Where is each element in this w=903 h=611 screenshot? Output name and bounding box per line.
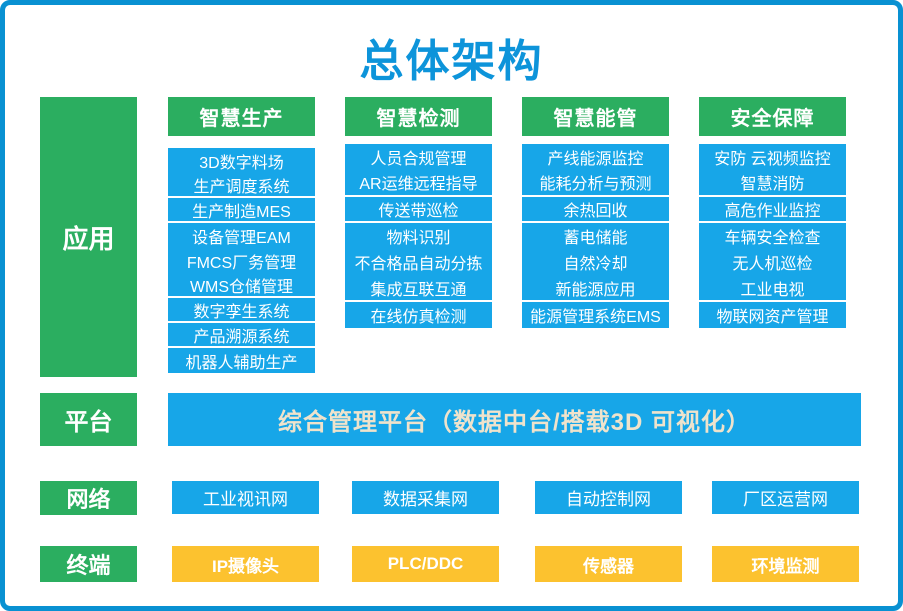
item-group: 人员合规管理 AR运维远程指导 <box>345 144 492 197</box>
item-group: 安防 云视频监控 智慧消防 <box>699 144 846 197</box>
app-item: 物联网资产管理 <box>699 301 846 329</box>
app-item: 工业电视 <box>699 275 846 302</box>
network-box: 厂区运营网 <box>712 481 859 514</box>
network-box: 工业视讯网 <box>172 481 319 514</box>
row-label-application: 应用 <box>40 97 137 377</box>
network-box: 自动控制网 <box>535 481 682 514</box>
item-group: 设备管理EAM FMCS厂务管理 WMS仓储管理 <box>168 223 315 298</box>
app-item: 自然冷却 <box>522 249 669 276</box>
column-smart-inspection: 人员合规管理 AR运维远程指导 传送带巡检 物料识别 不合格品自动分拣 集成互联… <box>345 144 492 329</box>
row-label-platform: 平台 <box>40 393 137 446</box>
app-item: 生产调度系统 <box>168 173 315 198</box>
item-group: 物料识别 不合格品自动分拣 集成互联互通 <box>345 222 492 302</box>
app-item: AR运维远程指导 <box>345 170 492 197</box>
app-item: 车辆安全检查 <box>699 222 846 250</box>
app-item: WMS仓储管理 <box>168 273 315 298</box>
item-group: 在线仿真检测 <box>345 301 492 329</box>
item-group: 数字孪生系统 <box>168 298 315 323</box>
column-header-smart-energy: 智慧能管 <box>522 97 669 136</box>
item-group: 机器人辅助生产 <box>168 348 315 373</box>
platform-bar: 综合管理平台（数据中台/搭载3D 可视化） <box>168 393 861 446</box>
app-item: 能源管理系统EMS <box>522 301 669 329</box>
terminal-box: 传感器 <box>535 546 682 582</box>
app-item: 在线仿真检测 <box>345 301 492 329</box>
app-item: 产线能源监控 <box>522 144 669 171</box>
item-group: 产线能源监控 能耗分析与预测 <box>522 144 669 197</box>
app-item: 蓄电储能 <box>522 222 669 250</box>
item-group: 蓄电储能 自然冷却 新能源应用 <box>522 222 669 302</box>
terminal-box: IP摄像头 <box>172 546 319 582</box>
app-item: FMCS厂务管理 <box>168 248 315 273</box>
app-item: 人员合规管理 <box>345 144 492 171</box>
item-group: 传送带巡检 <box>345 196 492 223</box>
app-item: 机器人辅助生产 <box>168 348 315 373</box>
column-header-safety: 安全保障 <box>699 97 846 136</box>
app-item: 高危作业监控 <box>699 196 846 223</box>
terminal-box: PLC/DDC <box>352 546 499 582</box>
item-group: 3D数字料场 生产调度系统 <box>168 148 315 198</box>
app-item: 无人机巡检 <box>699 249 846 276</box>
app-item: 设备管理EAM <box>168 223 315 248</box>
network-box: 数据采集网 <box>352 481 499 514</box>
column-smart-energy: 产线能源监控 能耗分析与预测 余热回收 蓄电储能 自然冷却 新能源应用 能源管理… <box>522 144 669 329</box>
app-item: 新能源应用 <box>522 275 669 302</box>
column-header-smart-production: 智慧生产 <box>168 97 315 136</box>
row-label-network: 网络 <box>40 481 137 515</box>
app-item: 生产制造MES <box>168 198 315 223</box>
app-item: 传送带巡检 <box>345 196 492 223</box>
app-item: 不合格品自动分拣 <box>345 249 492 276</box>
app-item: 数字孪生系统 <box>168 298 315 323</box>
app-item: 能耗分析与预测 <box>522 170 669 197</box>
app-item: 安防 云视频监控 <box>699 144 846 171</box>
item-group: 物联网资产管理 <box>699 301 846 329</box>
column-smart-production: 3D数字料场 生产调度系统 生产制造MES 设备管理EAM FMCS厂务管理 W… <box>168 148 315 373</box>
app-item: 产品溯源系统 <box>168 323 315 348</box>
item-group: 产品溯源系统 <box>168 323 315 348</box>
app-item: 3D数字料场 <box>168 148 315 173</box>
row-label-terminal: 终端 <box>40 546 137 582</box>
terminal-box: 环境监测 <box>712 546 859 582</box>
item-group: 车辆安全检查 无人机巡检 工业电视 <box>699 222 846 302</box>
item-group: 高危作业监控 <box>699 196 846 223</box>
column-header-smart-inspection: 智慧检测 <box>345 97 492 136</box>
item-group: 余热回收 <box>522 196 669 223</box>
app-item: 物料识别 <box>345 222 492 250</box>
item-group: 能源管理系统EMS <box>522 301 669 329</box>
app-item: 集成互联互通 <box>345 275 492 302</box>
page-title: 总体架构 <box>359 37 544 86</box>
app-item: 智慧消防 <box>699 170 846 197</box>
item-group: 生产制造MES <box>168 198 315 223</box>
app-item: 余热回收 <box>522 196 669 223</box>
column-safety: 安防 云视频监控 智慧消防 高危作业监控 车辆安全检查 无人机巡检 工业电视 物… <box>699 144 846 329</box>
